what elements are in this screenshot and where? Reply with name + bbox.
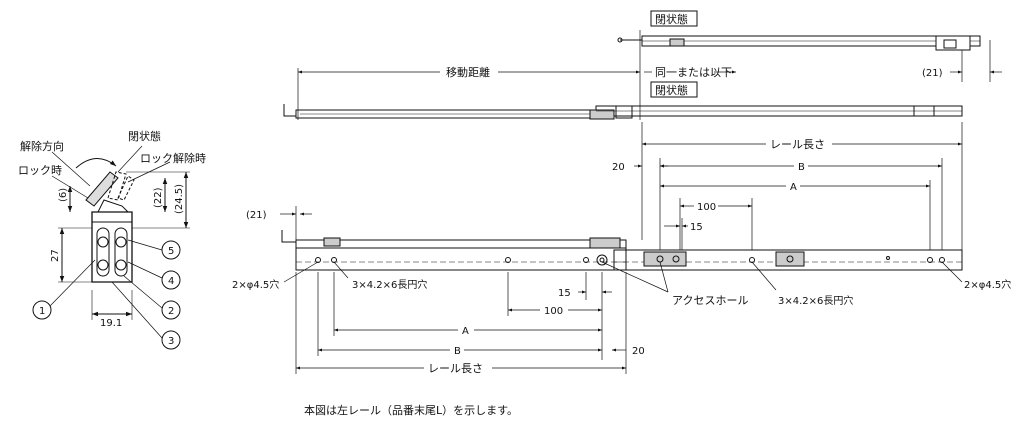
- section-view: [49, 145, 190, 339]
- dim-20-top: 20: [612, 162, 625, 173]
- dim-15-top: 15: [690, 222, 703, 233]
- dim-22: (22): [153, 187, 164, 208]
- callout-2: 2: [161, 300, 181, 320]
- dims-upper: [280, 122, 963, 250]
- dim-21-right: (21): [922, 68, 943, 79]
- label-rail-length-top: レール長さ: [770, 138, 825, 151]
- dim-6: (6): [58, 188, 69, 202]
- dim-27: 27: [50, 249, 61, 262]
- label-holes-left: 2×φ4.5穴: [232, 278, 279, 291]
- dim-A-top: A: [790, 182, 797, 193]
- tag-closed-state-top: [650, 10, 698, 27]
- svg-text:3: 3: [168, 336, 174, 347]
- label-closed-state-section: 閉状態: [128, 129, 161, 143]
- rail-detail: [281, 230, 963, 271]
- dim-B-top: B: [798, 162, 805, 173]
- label-rail-length-bottom: レール長さ: [428, 362, 483, 375]
- label-holes-right: 2×φ4.5穴: [964, 278, 1011, 291]
- label-slot-left: 3×4.2×6長円穴: [352, 278, 427, 291]
- label-lock-release: ロック解除時: [140, 151, 206, 165]
- tag-closed-state-mid: [650, 81, 698, 98]
- callout-4: 4: [161, 270, 181, 290]
- dims-lower: [295, 272, 627, 374]
- svg-text:5: 5: [168, 246, 174, 257]
- dim-100-bottom: 100: [544, 306, 563, 317]
- label-slot-right: 3×4.2×6長円穴: [778, 294, 853, 307]
- svg-text:4: 4: [168, 276, 174, 287]
- label-same-or-less: 同一または以下: [655, 66, 732, 79]
- note-left-rail: 本図は左レール（品番末尾L）を示します。: [304, 403, 518, 417]
- extended-rail: [283, 104, 963, 120]
- label-release-direction: 解除方向: [20, 139, 64, 153]
- label-locked: ロック時: [18, 164, 62, 177]
- dim-15-bottom: 15: [558, 288, 571, 299]
- svg-text:2: 2: [168, 306, 174, 317]
- dim-19-1: 19.1: [100, 318, 122, 329]
- dim-24-5: (24.5): [174, 184, 185, 214]
- label-closed-state-top: 閉状態: [655, 12, 688, 26]
- label-access-hole: アクセスホール: [672, 294, 748, 307]
- leaders-bottom: [283, 261, 963, 293]
- dim-100-top: 100: [697, 202, 716, 213]
- dim-21-left: (21): [246, 210, 267, 221]
- dim-20-bottom: 20: [632, 346, 645, 357]
- dim-A-bottom: A: [462, 326, 469, 337]
- callout-1: 1: [32, 300, 52, 320]
- callout-5: 5: [161, 240, 181, 260]
- svg-text:1: 1: [39, 306, 45, 317]
- callout-3: 3: [161, 330, 181, 350]
- label-travel: 移動距離: [446, 65, 490, 79]
- label-closed-state-mid: 閉状態: [655, 83, 688, 97]
- dim-travel: [297, 30, 1002, 120]
- dim-B-bottom: B: [454, 346, 461, 357]
- closed-rail-top: [617, 35, 981, 51]
